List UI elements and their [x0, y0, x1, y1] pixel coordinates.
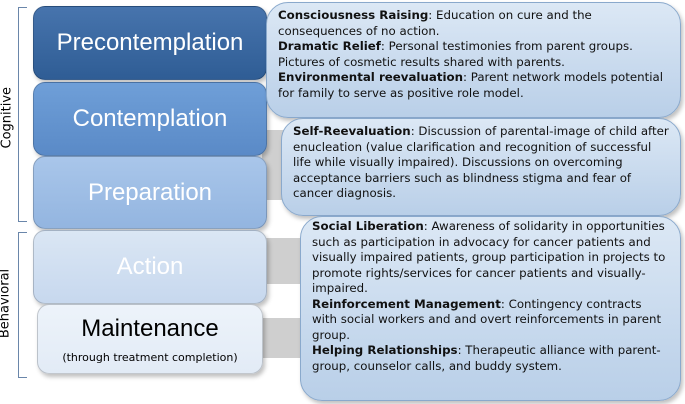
- stage-label: Maintenance: [81, 314, 219, 342]
- stage-contemplation: Contemplation: [33, 82, 267, 156]
- stage-precontemplation: Precontemplation: [33, 6, 267, 80]
- stage-preparation: Preparation: [33, 156, 267, 229]
- stage-label: Precontemplation: [56, 29, 244, 56]
- process-text: : Parent network models potential for fa…: [278, 70, 664, 100]
- stage-label: Preparation: [87, 178, 213, 206]
- process-title: Helping Relationships: [312, 343, 458, 357]
- process-self-reevaluation: Self-Reevaluation: Discussion of parenta…: [293, 124, 670, 202]
- behavioral-label: Behavioral: [0, 268, 13, 339]
- process-text: : Awareness of solidarity in opportuniti…: [312, 219, 666, 295]
- process-title: Dramatic Relief: [278, 39, 381, 53]
- process-title: Self-Reevaluation: [293, 124, 411, 138]
- process-title: Environmental reevaluation: [278, 70, 464, 84]
- stage-maintenance: Maintenance (through treatment completio…: [37, 304, 263, 374]
- callout-preparation: Self-Reevaluation: Discussion of parenta…: [281, 118, 681, 216]
- cognitive-bracket: [18, 7, 27, 222]
- process-text: : Therapeutic alliance with parent-group…: [312, 343, 661, 373]
- process-title: Reinforcement Management: [312, 296, 501, 311]
- stage-sublabel: (through treatment completion): [62, 350, 238, 364]
- process-social-liberation: Social Liberation: Awareness of solidari…: [312, 219, 670, 297]
- process-text: : Discussion of parental-image of child …: [293, 124, 669, 200]
- stage-label: Contemplation: [72, 105, 228, 132]
- process-text: : Contingency contracts with social work…: [312, 296, 662, 342]
- process-dramatic-relief: Dramatic Relief: Personal testimonies fr…: [278, 39, 670, 70]
- process-title: Social Liberation: [312, 219, 424, 233]
- behavioral-bracket: [18, 232, 27, 378]
- process-title: Consciousness Raising: [278, 8, 429, 22]
- connector-preparation: [262, 130, 284, 200]
- process-text: : Personal testimonies from parent group…: [278, 39, 633, 69]
- stage-action: Action: [33, 230, 267, 304]
- process-text: : Education on cure and the consequences…: [278, 8, 592, 38]
- process-consciousness-raising: Consciousness Raising: Education on cure…: [278, 8, 670, 39]
- process-reinforcement-management: Reinforcement Management: Contingency co…: [312, 297, 670, 344]
- callout-action-maintenance: Social Liberation: Awareness of solidari…: [300, 216, 681, 401]
- callout-precontemplation-contemplation: Consciousness Raising: Education on cure…: [266, 2, 681, 118]
- cognitive-label: Cognitive: [0, 86, 15, 149]
- process-helping-relationships: Helping Relationships: Therapeutic allia…: [312, 343, 670, 374]
- connector-maintenance: [262, 318, 304, 358]
- connector-action: [262, 238, 304, 284]
- process-environmental-reevaluation: Environmental reevaluation: Parent netwo…: [278, 70, 670, 101]
- stage-label: Action: [116, 253, 184, 280]
